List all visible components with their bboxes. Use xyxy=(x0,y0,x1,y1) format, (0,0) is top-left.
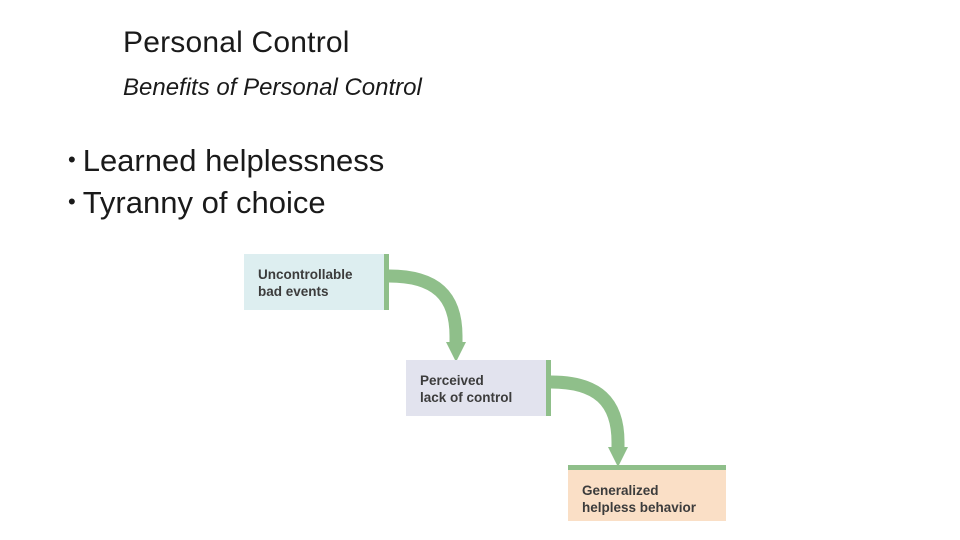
page-subtitle: Benefits of Personal Control xyxy=(123,74,422,101)
flow-node-uncontrollable-bad-events: Uncontrollable bad events xyxy=(244,254,389,310)
list-item: • Learned helplessness xyxy=(68,143,768,178)
bullet-marker-icon: • xyxy=(68,147,76,172)
flow-diagram: Uncontrollable bad events Perceived lack… xyxy=(240,250,760,535)
flow-node-line-1: Generalized xyxy=(582,483,659,498)
list-item: • Tyranny of choice xyxy=(68,184,768,220)
flow-node-line-2: helpless behavior xyxy=(582,500,697,516)
bullet-list: • Learned helplessness • Tyranny of choi… xyxy=(68,143,768,228)
bullet-marker-icon: • xyxy=(68,188,76,214)
flow-node-line-1: Uncontrollable xyxy=(258,267,353,282)
flow-node-line-1: Perceived xyxy=(420,373,484,388)
page-title: Personal Control xyxy=(123,26,350,59)
flow-node-line-2: lack of control xyxy=(420,390,513,406)
flow-node-generalized-helpless-behavior: Generalized helpless behavior xyxy=(568,465,726,521)
flow-node-line-2: bad events xyxy=(258,284,329,300)
list-item-label: Tyranny of choice xyxy=(82,184,326,220)
list-item-label: Learned helplessness xyxy=(82,143,385,178)
flow-node-perceived-lack-of-control: Perceived lack of control xyxy=(406,360,551,416)
